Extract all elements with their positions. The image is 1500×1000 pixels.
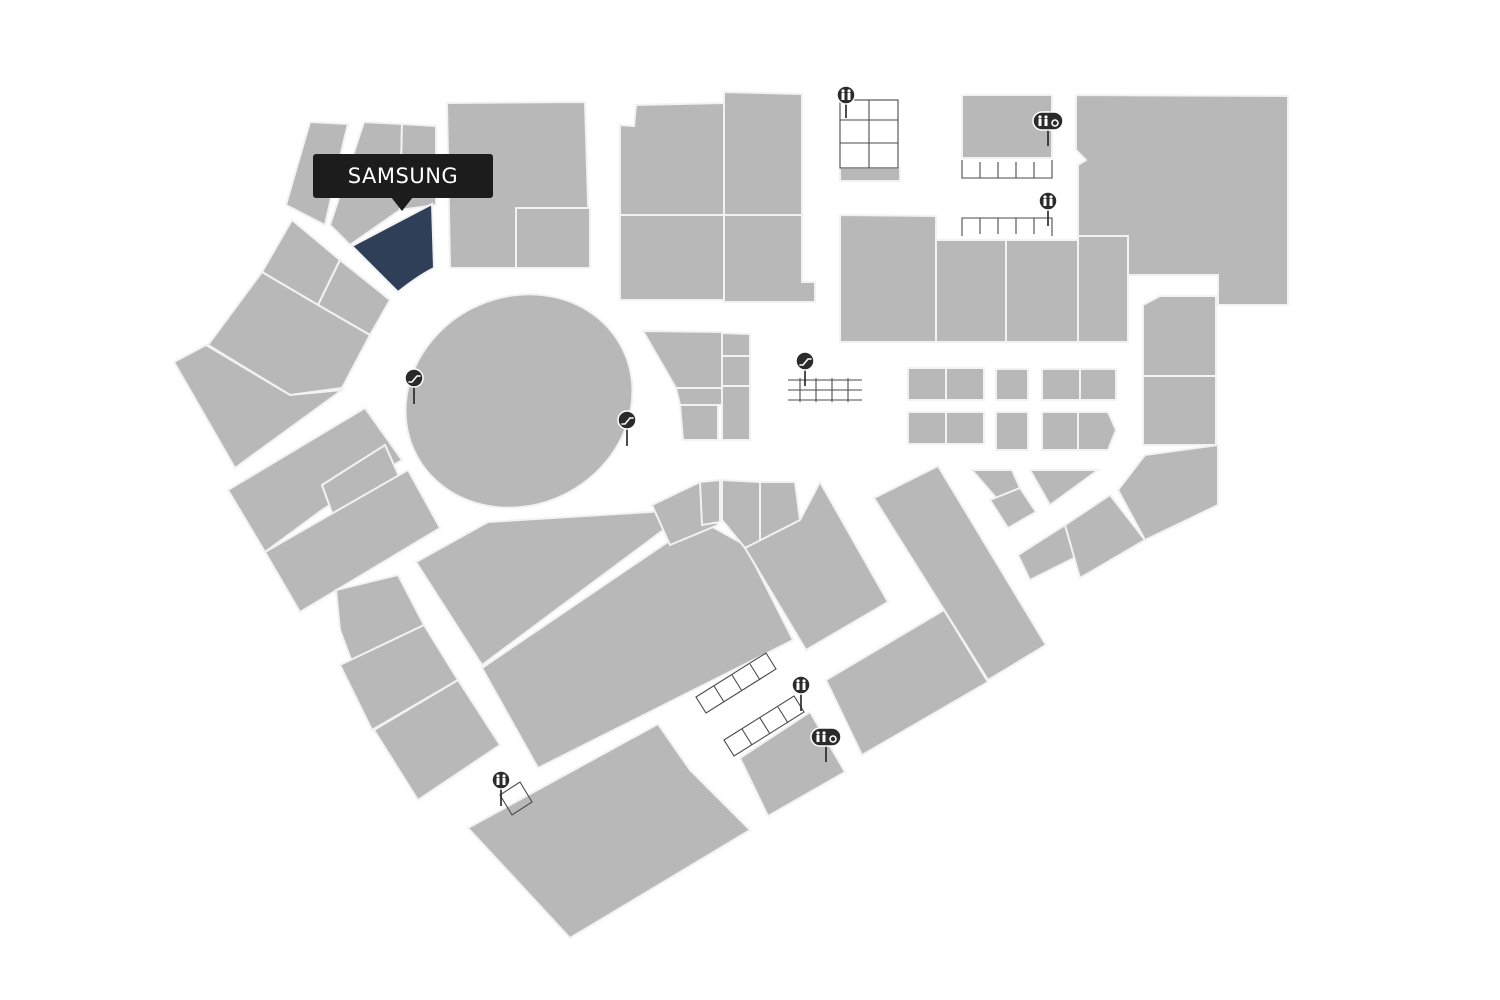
escalator-icon[interactable] bbox=[617, 410, 637, 446]
store-unit[interactable] bbox=[1077, 411, 1118, 451]
store-unit[interactable] bbox=[907, 367, 947, 401]
store-unit[interactable] bbox=[1005, 239, 1079, 343]
store-unit[interactable] bbox=[721, 331, 751, 357]
store-unit[interactable] bbox=[723, 214, 816, 303]
store-unit[interactable] bbox=[1077, 235, 1129, 343]
store-unit[interactable] bbox=[721, 385, 751, 441]
store-unit[interactable] bbox=[839, 167, 901, 182]
store-unit[interactable] bbox=[1041, 411, 1079, 451]
store-unit[interactable] bbox=[1142, 375, 1217, 446]
stall-outlines-north bbox=[788, 99, 1053, 402]
store-unit[interactable] bbox=[721, 355, 751, 387]
store-unit[interactable] bbox=[995, 411, 1029, 451]
tooltip-pointer bbox=[391, 197, 413, 211]
store-unit[interactable] bbox=[372, 678, 502, 802]
stall-outlines-south bbox=[499, 652, 805, 816]
store-unit[interactable] bbox=[907, 411, 947, 445]
central-atrium[interactable] bbox=[368, 255, 670, 548]
store-unit[interactable] bbox=[674, 387, 723, 406]
restroom-icon[interactable] bbox=[1038, 191, 1058, 226]
accessible-restroom-icon[interactable] bbox=[1032, 111, 1064, 146]
store-unit[interactable] bbox=[743, 479, 890, 652]
store-unit[interactable] bbox=[995, 368, 1029, 401]
store-unit[interactable] bbox=[988, 486, 1038, 530]
store-unit[interactable] bbox=[935, 239, 1007, 343]
store-unit[interactable] bbox=[1116, 443, 1219, 542]
store-unit[interactable] bbox=[263, 468, 442, 614]
escalator-icon[interactable] bbox=[404, 368, 424, 404]
store-unit[interactable] bbox=[466, 722, 752, 940]
store-unit[interactable] bbox=[172, 343, 346, 470]
store-unit[interactable] bbox=[1079, 368, 1117, 401]
store-unit[interactable] bbox=[824, 608, 990, 757]
store-unit[interactable] bbox=[619, 214, 725, 301]
restroom-icon[interactable] bbox=[836, 85, 856, 118]
store-unit[interactable] bbox=[698, 478, 721, 527]
accessible-restroom-icon[interactable] bbox=[810, 727, 842, 762]
store-unit[interactable] bbox=[945, 367, 985, 401]
store-unit[interactable] bbox=[206, 270, 372, 397]
escalator-icon[interactable] bbox=[795, 351, 815, 386]
store-unit[interactable] bbox=[1028, 469, 1102, 507]
store-unit[interactable] bbox=[839, 213, 937, 343]
store-unit[interactable] bbox=[515, 207, 591, 269]
store-name-tooltip: SAMSUNG bbox=[313, 154, 493, 198]
samsung-store[interactable] bbox=[350, 202, 436, 294]
restroom-icon[interactable] bbox=[791, 675, 811, 711]
store-unit[interactable] bbox=[1041, 368, 1081, 401]
store-unit[interactable] bbox=[678, 404, 719, 441]
store-name-label: SAMSUNG bbox=[347, 164, 459, 188]
store-unit[interactable] bbox=[945, 411, 985, 445]
store-unit[interactable] bbox=[480, 518, 795, 770]
store-unit[interactable] bbox=[961, 94, 1053, 159]
store-unit[interactable] bbox=[1075, 93, 1289, 306]
restroom-icon[interactable] bbox=[491, 770, 511, 806]
store-unit[interactable] bbox=[1142, 295, 1217, 377]
store-unit[interactable] bbox=[723, 90, 803, 216]
store-unit[interactable] bbox=[619, 101, 725, 216]
